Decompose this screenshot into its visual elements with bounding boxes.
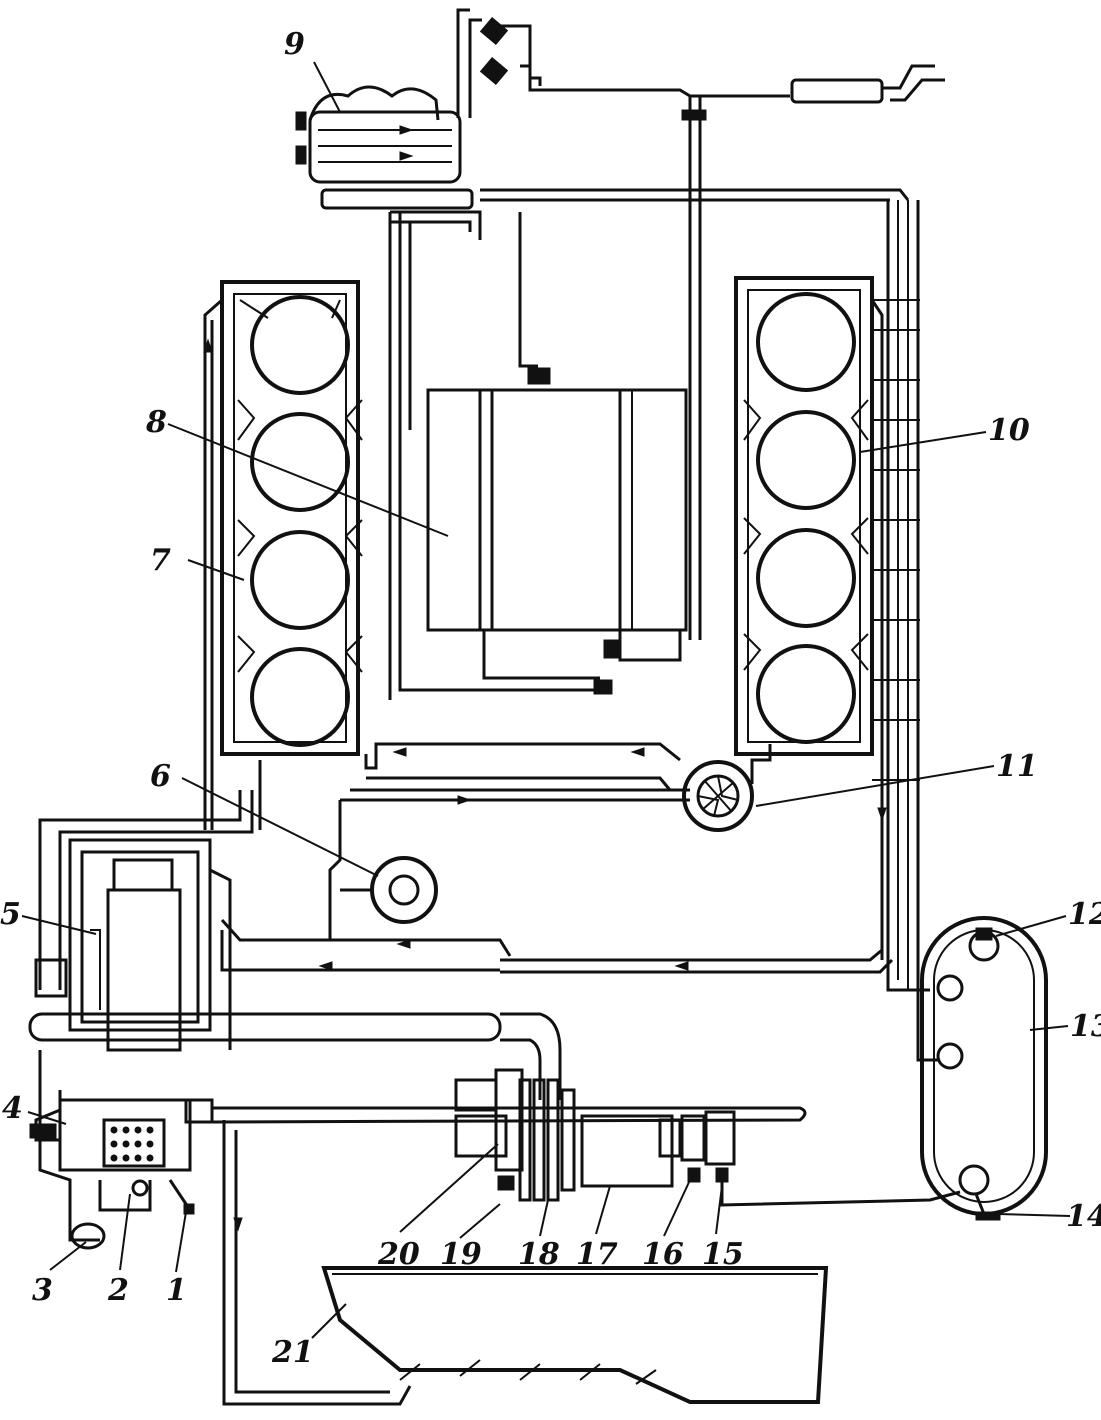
label-17: 17 xyxy=(576,1237,618,1272)
label-19: 19 xyxy=(440,1237,482,1272)
oil-sump xyxy=(222,1120,829,1406)
leader-lines xyxy=(21,61,1071,1339)
label-1: 1 xyxy=(166,1273,187,1308)
centrifugal-filter xyxy=(398,212,688,695)
label-7: 7 xyxy=(150,543,171,578)
label-12: 12 xyxy=(1068,897,1101,932)
label-10: 10 xyxy=(988,413,1030,448)
label-5: 5 xyxy=(0,897,21,932)
label-8: 8 xyxy=(145,405,167,440)
label-9: 9 xyxy=(284,27,305,62)
label-4: 4 xyxy=(2,1091,23,1126)
cooler-lines xyxy=(456,8,945,202)
oil-pump-assembly xyxy=(28,1012,807,1250)
scavenge-pump xyxy=(682,744,772,832)
label-3: 3 xyxy=(32,1273,53,1308)
label-11: 11 xyxy=(996,749,1038,784)
label-14: 14 xyxy=(1066,1199,1101,1234)
main-galleries xyxy=(220,742,894,974)
drive-assembly xyxy=(454,1068,961,1207)
flow-arrows xyxy=(203,125,887,1232)
right-cylinder-bank xyxy=(734,276,884,960)
label-6: 6 xyxy=(150,759,171,794)
label-20: 20 xyxy=(377,1237,420,1272)
oil-cooler xyxy=(295,85,474,210)
label-13: 13 xyxy=(1070,1009,1101,1044)
gauge-line xyxy=(681,96,707,640)
label-2: 2 xyxy=(107,1273,129,1308)
label-15: 15 xyxy=(702,1237,744,1272)
pump-gear-grid xyxy=(110,1126,154,1162)
oil-tank xyxy=(920,916,1048,1221)
right-feed-lines xyxy=(872,200,940,1062)
label-21: 21 xyxy=(271,1335,314,1370)
label-16: 16 xyxy=(642,1237,684,1272)
label-18: 18 xyxy=(518,1237,560,1272)
cooler-to-filter xyxy=(388,210,482,700)
full-flow-filter xyxy=(34,790,254,1052)
left-cylinder-bank xyxy=(203,280,363,830)
callout-labels: 9 8 7 10 6 11 5 12 13 4 14 3 2 1 20 19 1… xyxy=(0,27,1101,1370)
pressure-valve xyxy=(340,856,438,924)
